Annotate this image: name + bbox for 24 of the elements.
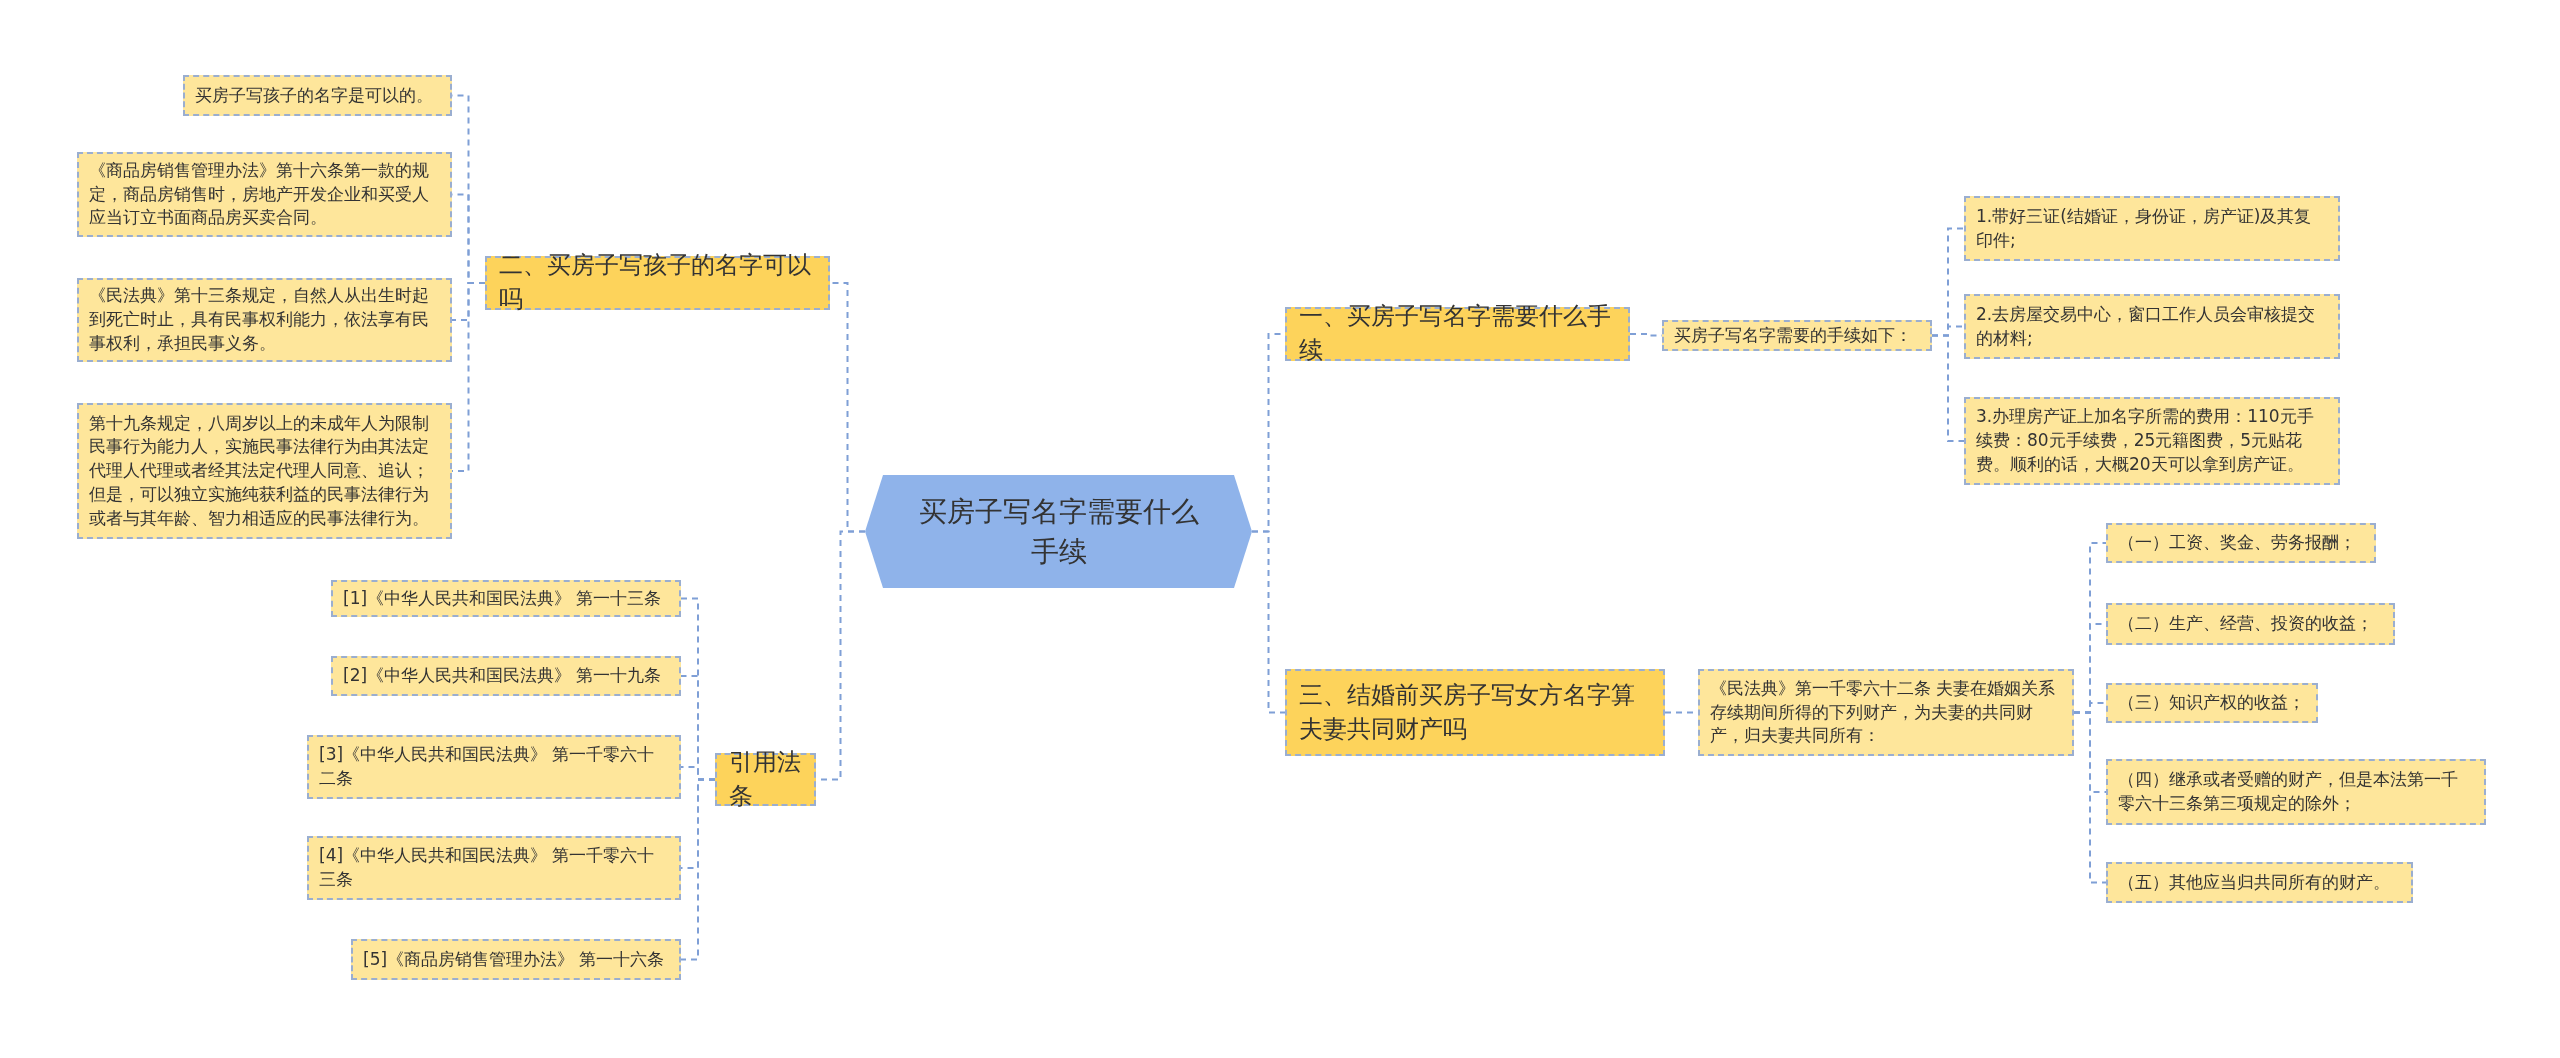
subtopic-box: [3]《中华人民共和国民法典》 第一千零六十二条 — [307, 735, 681, 799]
subtopic-box: 2.去房屋交易中心，窗口工作人员会审核提交的材料; — [1964, 294, 2340, 359]
subtopic-box: 《民法典》第十三条规定，自然人从出生时起到死亡时止，具有民事权利能力，依法享有民事权利，承担民事义务。 — [77, 278, 452, 362]
subtopic-box: 《民法典》第一千零六十二条 夫妻在婚姻关系存续期间所得的下列财产，为夫妻的共同财产，归夫妻共同所有： — [1698, 669, 2074, 756]
subtopic-box: （一）工资、奖金、劳务报酬； — [2106, 523, 2376, 563]
subtopic-box: 买房子写孩子的名字是可以的。 — [183, 75, 452, 116]
subtopic-box: 第十九条规定，八周岁以上的未成年人为限制民事行为能力人，实施民事法律行为由其法定代理人代理或者经其法定代理人同意、追认；但是，可以独立实施纯获利益的民事法律行为或者与其年龄、智力相适应的民事法律行为。 — [77, 403, 452, 539]
subtopic-box: 1.带好三证(结婚证，身份证，房产证)及其复印件; — [1964, 196, 2340, 261]
subtopic-box: [2]《中华人民共和国民法典》 第一十九条 — [331, 656, 681, 696]
subtopic-box: （四）继承或者受赠的财产，但是本法第一千零六十三条第三项规定的除外； — [2106, 759, 2486, 825]
connector-line — [1931, 334, 1965, 442]
subtopic-box: 3.办理房产证上加名字所需的费用：110元手续费：80元手续费，25元籍图费，5元贴花费。顺利的话，大概20天可以拿到房产证。 — [1964, 397, 2340, 485]
topic-box: 三、结婚前买房子写女方名字算夫妻共同财产吗 — [1285, 669, 1665, 756]
subtopic-box: 买房子写名字需要的手续如下： — [1662, 320, 1932, 351]
connector-line — [680, 778, 716, 961]
subtopic-box: [5]《商品房销售管理办法》 第一十六条 — [351, 939, 681, 980]
subtopic-box: [1]《中华人民共和国民法典》 第一十三条 — [331, 580, 681, 617]
subtopic-box: [4]《中华人民共和国民法典》 第一千零六十三条 — [307, 836, 681, 900]
connector-line — [2073, 711, 2107, 884]
subtopic-box: 《商品房销售管理办法》第十六条第一款的规定，商品房销售时，房地产开发企业和买受人应当订立书面商品房买卖合同。 — [77, 152, 452, 237]
subtopic-box: （二）生产、经营、投资的收益； — [2106, 603, 2395, 645]
subtopic-box: （五）其他应当归共同所有的财产。 — [2106, 862, 2413, 903]
connector-line — [1251, 530, 1286, 714]
subtopic-box: （三）知识产权的收益； — [2106, 683, 2318, 723]
